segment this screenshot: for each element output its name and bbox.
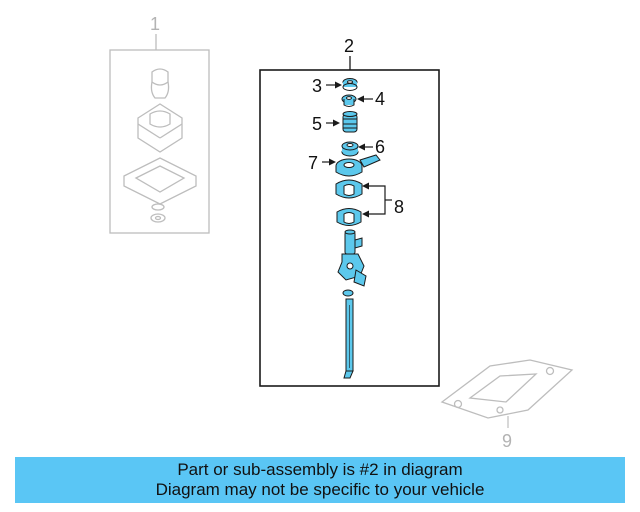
callout-9: 9 xyxy=(502,431,512,451)
assembly-1-frame xyxy=(109,49,210,234)
washer-ghost-2-hole xyxy=(154,215,162,221)
callout-6: 6 xyxy=(375,137,385,157)
info-banner: Part or sub-assembly is #2 in diagram Di… xyxy=(15,457,625,503)
banner-line-1: Part or sub-assembly is #2 in diagram xyxy=(177,460,463,479)
part-6-seat xyxy=(341,141,359,157)
callout-7: 7 xyxy=(308,153,318,173)
part-8-bushing-lower xyxy=(336,208,362,226)
arrow-7-head xyxy=(329,158,336,166)
bracket-8 xyxy=(366,185,392,215)
parts-diagram: 1 2 3 4 5 6 xyxy=(109,14,574,451)
boot-fold-ghost xyxy=(137,123,161,139)
arrow-5-head xyxy=(333,119,340,127)
knob-neck-ghost xyxy=(150,81,170,99)
arrow-8a-head xyxy=(362,182,369,190)
washer-ghost xyxy=(151,203,165,211)
part-9-gasket-ghost xyxy=(440,359,574,419)
part-8-bushing-upper xyxy=(335,179,363,199)
boot-top-ghost xyxy=(149,110,171,128)
callout-5: 5 xyxy=(312,114,322,134)
shift-knob-ghost xyxy=(151,68,169,86)
callout-4: 4 xyxy=(375,89,385,109)
callout-2: 2 xyxy=(344,36,354,56)
callout-8: 8 xyxy=(394,197,404,217)
callout-3: 3 xyxy=(312,76,322,96)
callout-1: 1 xyxy=(150,14,160,34)
bezel-inner-ghost xyxy=(134,165,186,193)
shift-lever-upper xyxy=(337,229,367,297)
arrow-4-head xyxy=(357,95,364,103)
arrow-8b-head xyxy=(362,210,369,218)
part-3-nut xyxy=(342,78,358,91)
washer-ghost-2 xyxy=(150,213,166,223)
shift-rod xyxy=(343,298,354,379)
banner-line-2: Diagram may not be specific to your vehi… xyxy=(155,480,485,499)
bezel-plate-ghost xyxy=(123,157,197,205)
shift-boot-ghost xyxy=(137,103,183,153)
boot-fold2-ghost xyxy=(159,123,183,139)
part-7-retainer xyxy=(335,154,381,177)
part-4-washer xyxy=(341,94,357,107)
assembly-1-ghost xyxy=(109,34,210,234)
part-5-bushing xyxy=(342,111,358,133)
arrow-3-head xyxy=(335,81,342,89)
arrow-6-head xyxy=(358,143,365,151)
